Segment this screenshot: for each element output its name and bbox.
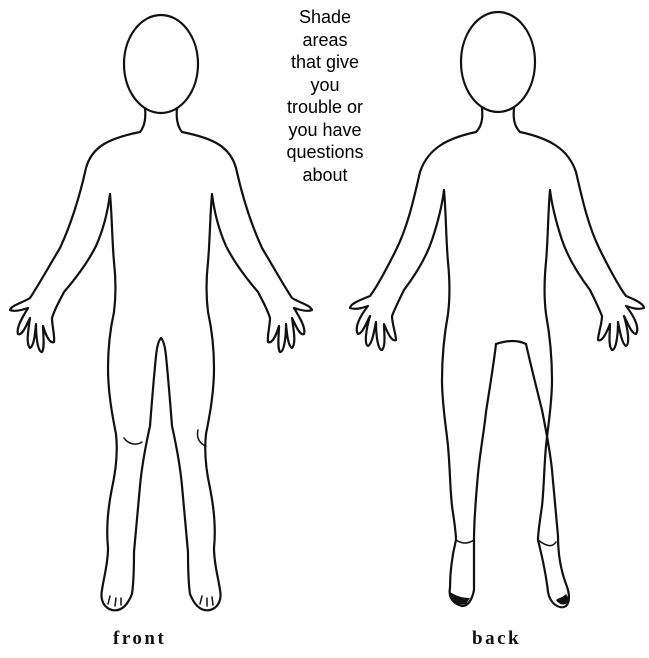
back-right-body-outline <box>496 132 644 607</box>
instruction-text: Shade areas that give you trouble or you… <box>255 6 395 186</box>
back-neck-left <box>476 108 482 132</box>
instruction-line: questions <box>255 141 395 164</box>
back-left-ankle-mark <box>456 540 474 543</box>
back-right-ankle-mark <box>538 540 556 546</box>
instruction-line: about <box>255 164 395 187</box>
instruction-line: you have <box>255 119 395 142</box>
instruction-line: areas <box>255 29 395 52</box>
front-label: front <box>113 628 166 650</box>
back-left-sole <box>450 592 470 605</box>
back-neck-right <box>514 108 520 132</box>
back-left-body-outline <box>350 132 496 606</box>
back-head-outline <box>461 12 535 112</box>
back-label: back <box>472 628 521 650</box>
instruction-line: that give <box>255 51 395 74</box>
instruction-line: Shade <box>255 6 395 29</box>
instruction-line: you <box>255 74 395 97</box>
instruction-line: trouble or <box>255 96 395 119</box>
